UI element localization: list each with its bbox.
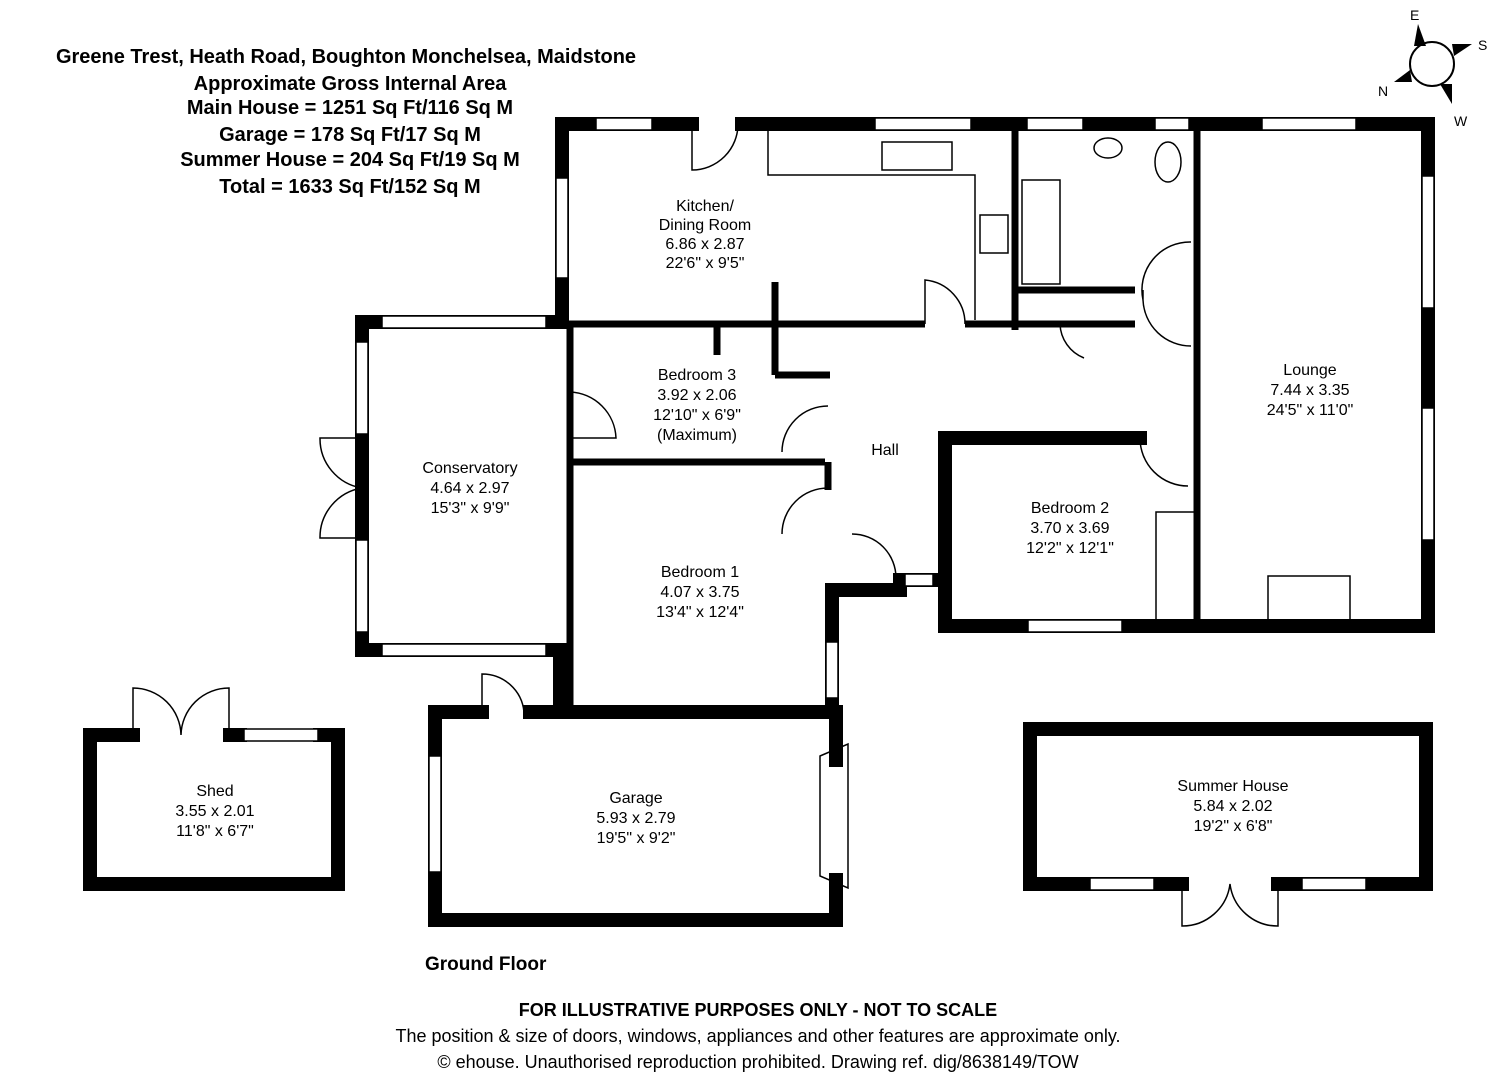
- garage-walls: [428, 673, 849, 927]
- disclaimer-note: The position & size of doors, windows, a…: [395, 1026, 1121, 1046]
- svg-text:Conservatory: Conservatory: [422, 460, 517, 477]
- svg-text:Bedroom 1: Bedroom 1: [661, 564, 739, 581]
- total-area: Total = 1633 Sq Ft/152 Sq M: [219, 176, 481, 198]
- compass-w: W: [1454, 113, 1468, 129]
- room-lounge: Lounge 7.44 x 3.35 24'5" x 11'0": [1267, 362, 1354, 419]
- svg-text:Garage: Garage: [609, 790, 662, 807]
- svg-text:19'2" x 6'8": 19'2" x 6'8": [1194, 818, 1273, 835]
- svg-text:19'5" x 9'2": 19'5" x 9'2": [597, 830, 676, 847]
- room-garage: Garage 5.93 x 2.79 19'5" x 9'2": [596, 790, 675, 847]
- main-house-area: Main House = 1251 Sq Ft/116 Sq M: [186, 97, 514, 119]
- svg-text:Shed: Shed: [196, 783, 233, 800]
- svg-text:5.84 x 2.02: 5.84 x 2.02: [1193, 798, 1272, 815]
- compass-e: E: [1410, 7, 1419, 23]
- room-shed: Shed 3.55 x 2.01 11'8" x 6'7": [175, 783, 254, 840]
- property-address: Greene Trest, Heath Road, Boughton Monch…: [55, 46, 637, 68]
- room-kitchen: Kitchen/ Dining Room 6.86 x 2.87 22'6" x…: [659, 198, 751, 272]
- room-summer-house: Summer House 5.84 x 2.02 19'2" x 6'8": [1177, 778, 1288, 835]
- windows: [355, 117, 1435, 699]
- svg-text:Summer House: Summer House: [1177, 778, 1288, 795]
- svg-text:15'3" x 9'9": 15'3" x 9'9": [431, 500, 510, 517]
- svg-text:(Maximum): (Maximum): [657, 427, 737, 444]
- room-bedroom2: Bedroom 2 3.70 x 3.69 12'2" x 12'1": [1026, 500, 1114, 557]
- room-conservatory: Conservatory 4.64 x 2.97 15'3" x 9'9": [422, 460, 517, 517]
- room-bedroom3: Bedroom 3 3.92 x 2.06 12'10" x 6'9" (Max…: [653, 367, 741, 444]
- svg-text:4.07 x 3.75: 4.07 x 3.75: [660, 584, 739, 601]
- copyright: © ehouse. Unauthorised reproduction proh…: [437, 1052, 1079, 1072]
- svg-text:Bedroom 3: Bedroom 3: [658, 367, 736, 384]
- svg-text:22'6" x 9'5": 22'6" x 9'5": [666, 255, 745, 272]
- svg-text:3.70 x 3.69: 3.70 x 3.69: [1030, 520, 1109, 537]
- svg-text:6.86 x 2.87: 6.86 x 2.87: [665, 236, 744, 253]
- doors: [319, 123, 1192, 579]
- svg-text:12'2" x 12'1": 12'2" x 12'1": [1026, 540, 1114, 557]
- room-hall: Hall: [871, 442, 899, 459]
- svg-text:Dining Room: Dining Room: [659, 217, 751, 234]
- shed-walls: [83, 687, 345, 891]
- svg-text:Lounge: Lounge: [1283, 362, 1336, 379]
- svg-text:24'5" x 11'0": 24'5" x 11'0": [1267, 402, 1354, 419]
- disclaimer: FOR ILLUSTRATIVE PURPOSES ONLY - NOT TO …: [518, 1000, 998, 1020]
- svg-text:3.92 x 2.06: 3.92 x 2.06: [657, 387, 736, 404]
- summer-house-walls: [1023, 722, 1433, 927]
- fixtures: [767, 130, 1351, 621]
- room-bedroom1: Bedroom 1 4.07 x 3.75 13'4" x 12'4": [656, 564, 744, 621]
- svg-text:Kitchen/: Kitchen/: [676, 198, 734, 215]
- compass-s: S: [1478, 37, 1487, 53]
- svg-text:3.55 x 2.01: 3.55 x 2.01: [175, 803, 254, 820]
- garage-area: Garage = 178 Sq Ft/17 Sq M: [219, 124, 481, 146]
- compass-n: N: [1378, 83, 1388, 99]
- area-title: Approximate Gross Internal Area: [193, 73, 507, 95]
- svg-text:11'8" x 6'7": 11'8" x 6'7": [176, 823, 254, 840]
- svg-text:5.93 x 2.79: 5.93 x 2.79: [596, 810, 675, 827]
- svg-text:7.44 x 3.35: 7.44 x 3.35: [1270, 382, 1349, 399]
- floor-label: Ground Floor: [425, 954, 547, 975]
- svg-text:13'4" x 12'4": 13'4" x 12'4": [656, 604, 744, 621]
- svg-text:4.64 x 2.97: 4.64 x 2.97: [430, 480, 509, 497]
- compass-icon: E S N W: [1378, 7, 1487, 129]
- svg-text:Bedroom 2: Bedroom 2: [1031, 500, 1109, 517]
- svg-text:12'10" x 6'9": 12'10" x 6'9": [653, 407, 741, 424]
- summer-house-area: Summer House = 204 Sq Ft/19 Sq M: [180, 149, 520, 171]
